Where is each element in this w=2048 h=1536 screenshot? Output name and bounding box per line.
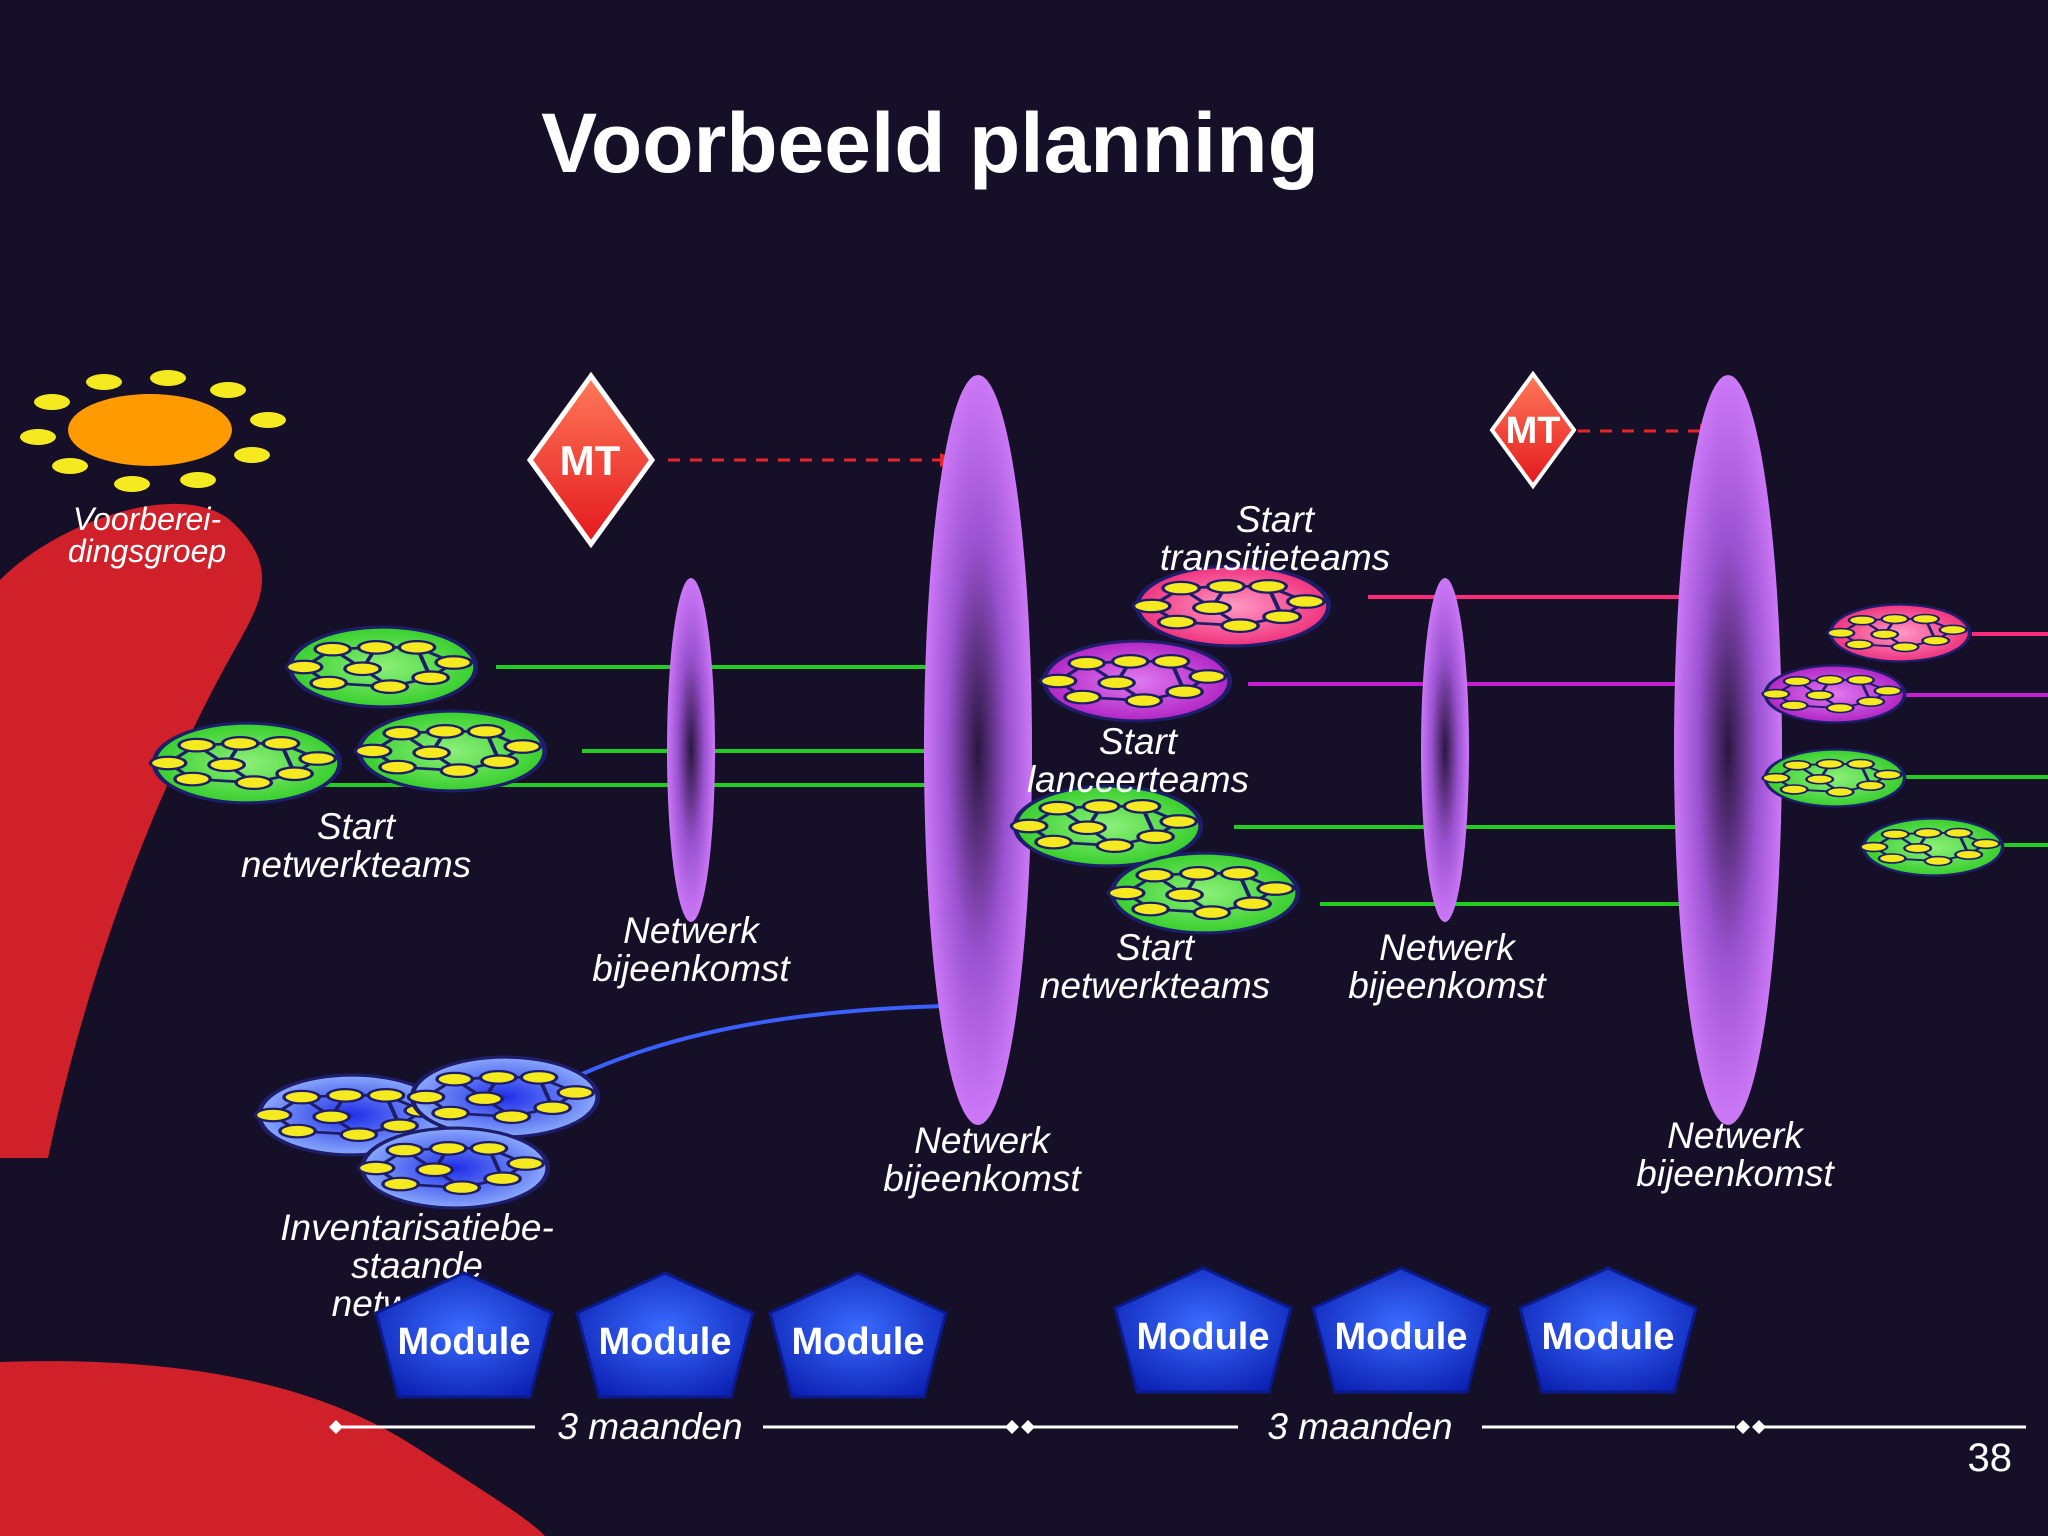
module-label: Module [398, 1321, 531, 1363]
netwerkteam-5 [1108, 851, 1301, 935]
duration-label-2: 3 maanden [1267, 1406, 1452, 1447]
mt-diamond-1: MT [526, 371, 656, 549]
module-6: Module [1518, 1266, 1698, 1394]
lanceerteam-right [1761, 664, 1907, 724]
module-5: Module [1311, 1266, 1491, 1394]
lanceerteam [1040, 639, 1233, 723]
label-start-lanceerteams-line2: lanceerteams [1027, 759, 1249, 800]
mt-label: MT [1506, 410, 1561, 452]
timeline-marker-icon [1005, 1420, 1019, 1434]
page-number: 38 [1968, 1436, 2013, 1480]
label-start-netwerkteams-2-line1: Start [1116, 927, 1196, 968]
preparation-group-sun [20, 370, 286, 492]
module-2: Module [575, 1271, 755, 1399]
label-meeting-small-1-line1: Netwerk [623, 910, 761, 951]
module-4: Module [1113, 1266, 1293, 1394]
page-title: Voorbeeld planning [541, 96, 1319, 190]
label-prep-group-line1: Voorberei- [73, 501, 221, 537]
netwerkteam-1 [286, 625, 479, 709]
module-label: Module [1137, 1316, 1270, 1358]
preparation-band [0, 503, 263, 1158]
label-start-netwerkteams-1-line2: netwerkteams [241, 844, 471, 885]
timeline-marker-icon [1752, 1420, 1766, 1434]
existing-network-3 [358, 1126, 551, 1210]
label-start-netwerkteams-2-line2: netwerkteams [1040, 965, 1270, 1006]
label-start-transitieteams-line1: Start [1236, 499, 1316, 540]
bottom-red-band [0, 1361, 545, 1536]
module-1: Module [374, 1271, 554, 1399]
netwerkteam-2 [355, 709, 548, 793]
label-prep-group-line2: dingsgroep [68, 533, 226, 569]
network-meeting-small-2 [1421, 578, 1469, 922]
label-inventory-line1: Inventarisatiebe- [280, 1207, 554, 1248]
label-meeting-small-1-line2: bijeenkomst [592, 948, 791, 989]
transitieteam-right [1826, 603, 1972, 663]
label-meeting-small-2-line1: Netwerk [1379, 927, 1517, 968]
module-label: Module [1542, 1316, 1675, 1358]
mt-diamond-2: MT [1489, 370, 1577, 490]
network-meeting-large-2 [1674, 375, 1782, 1125]
label-meeting-large-1-line1: Netwerk [914, 1120, 1052, 1161]
label-start-lanceerteams-line1: Start [1099, 721, 1179, 762]
label-meeting-large-2-line2: bijeenkomst [1636, 1153, 1835, 1194]
netwerkteam-3 [150, 721, 343, 805]
label-start-netwerkteams-1-line1: Start [317, 806, 397, 847]
module-label: Module [792, 1321, 925, 1363]
timeline-marker-icon [1736, 1420, 1750, 1434]
netwerkteam-right-1 [1761, 748, 1907, 808]
netwerkteam-right-2 [1859, 817, 2005, 877]
network-meeting-large-1 [924, 375, 1032, 1125]
module-3: Module [768, 1271, 948, 1399]
existing-network-2 [408, 1055, 601, 1139]
timeline: 3 maanden 3 maanden [329, 1406, 2026, 1447]
network-meeting-small-1 [667, 578, 715, 922]
label-meeting-small-2-line2: bijeenkomst [1348, 965, 1547, 1006]
timeline-marker-icon [329, 1420, 343, 1434]
netwerkteam-4 [1011, 784, 1204, 868]
transitieteam [1133, 564, 1332, 648]
module-label: Module [1335, 1316, 1468, 1358]
module-label: Module [599, 1321, 732, 1363]
duration-label-1: 3 maanden [557, 1406, 742, 1447]
mt-label: MT [560, 437, 621, 484]
label-start-transitieteams-line2: transitieteams [1160, 537, 1390, 578]
label-meeting-large-2-line1: Netwerk [1667, 1115, 1805, 1156]
label-meeting-large-1-line2: bijeenkomst [883, 1158, 1082, 1199]
timeline-marker-icon [1021, 1420, 1035, 1434]
